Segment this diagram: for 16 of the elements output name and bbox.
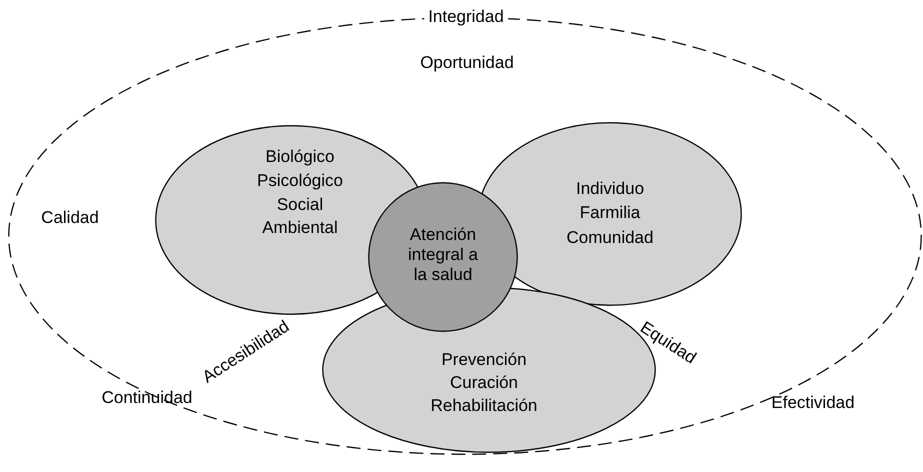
dimension-label: Farmilia xyxy=(580,203,640,223)
center-label: Atención integral a la salud xyxy=(407,225,479,285)
dimension-label: Curación xyxy=(450,373,518,393)
dimension-label: Biológico xyxy=(266,147,334,167)
principle-label: Continuidad xyxy=(102,388,192,408)
dimension-label: Comunidad xyxy=(566,228,654,248)
dimension-label: Ambiental xyxy=(262,218,338,238)
dimension-label: Individuo xyxy=(576,179,644,199)
dimension-label: Rehabilitación xyxy=(430,396,538,416)
principle-label: Oportunidad xyxy=(420,53,514,73)
principle-label: Integridad xyxy=(424,7,508,27)
dimension-label: Social xyxy=(276,195,324,215)
principle-label: Efectividad xyxy=(771,393,855,413)
principle-label: Calidad xyxy=(41,208,99,228)
dimension-label: Prevención xyxy=(441,350,527,370)
dimension-label: Psicológico xyxy=(257,171,343,191)
